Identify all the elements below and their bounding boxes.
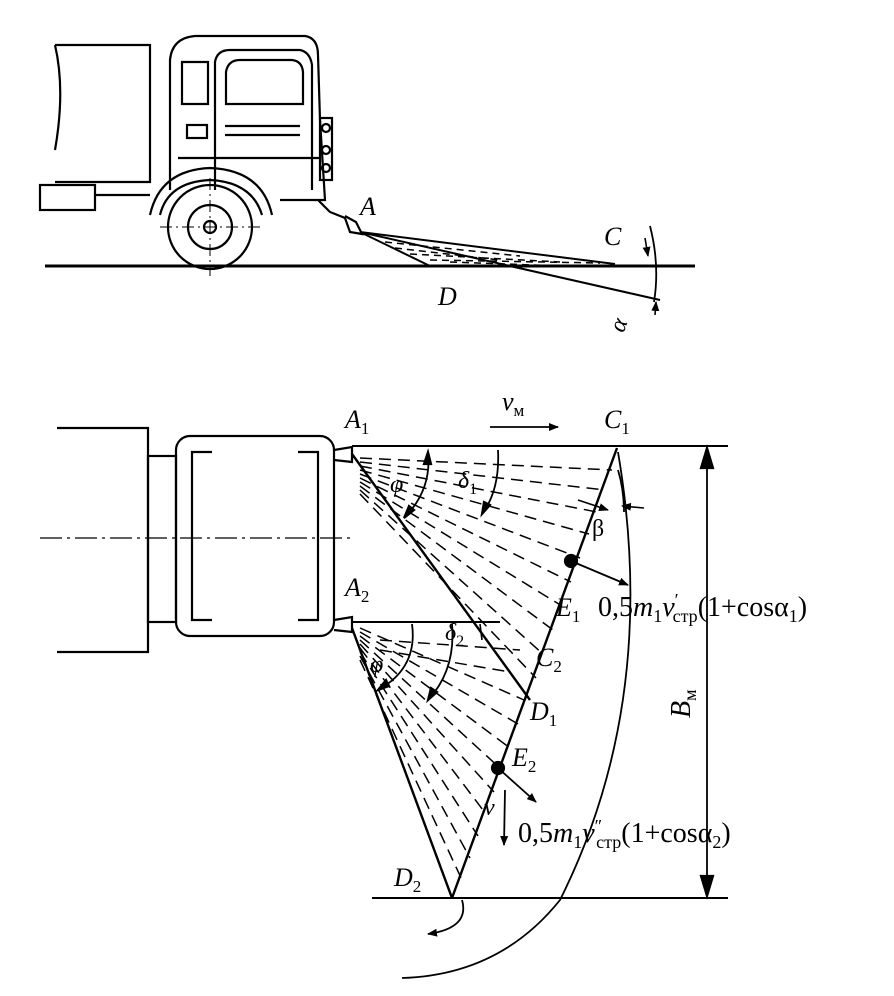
E2-force-arrow	[497, 767, 537, 803]
E1-force-arrow	[570, 560, 629, 586]
fan1-spray-rays	[359, 457, 613, 679]
cab-top	[174, 434, 336, 638]
nozzle-A2	[333, 615, 354, 634]
label-vm: vм	[502, 387, 525, 420]
formula-E2: 0,5m1v″стр(1+cosα2)	[518, 816, 731, 852]
wheel-arch	[148, 166, 274, 216]
v-arrow	[500, 789, 509, 846]
label-C1: C1	[604, 405, 630, 438]
label-E2: E2	[511, 743, 536, 776]
nozzle-A1	[333, 445, 354, 464]
label-D1: D1	[529, 697, 557, 730]
fan2-spray-rays	[359, 627, 525, 881]
side-spray-jet	[359, 231, 661, 301]
label-E1: E1	[555, 593, 580, 626]
trajectory-arc-outer	[401, 451, 632, 979]
cab-side-window	[180, 60, 210, 106]
label-D: D	[437, 282, 457, 311]
label-delta1: δ1	[458, 468, 477, 498]
label-Bm: Bм	[666, 690, 700, 719]
label-phi-upper: φ	[390, 472, 403, 498]
cargo-box	[53, 43, 152, 184]
label-phi-lower: φ	[370, 652, 383, 678]
rear-bumper	[38, 183, 97, 212]
label-alpha: α	[605, 314, 634, 335]
trajectory-arc-lower	[427, 899, 465, 937]
plow-mount	[317, 199, 364, 236]
formula-E1: 0,5m1v′стр(1+cosα1)	[598, 590, 807, 626]
snow-front-line	[450, 447, 619, 899]
alpha-arc	[649, 225, 658, 303]
cab-door	[213, 48, 314, 190]
label-C2: C2	[536, 643, 562, 676]
truck-cab	[168, 34, 327, 202]
top-view	[40, 423, 728, 979]
label-A: A	[358, 192, 376, 221]
trailer-body	[57, 426, 150, 654]
label-delta2: δ2	[445, 620, 464, 650]
label-beta: β	[592, 516, 604, 542]
label-D2: D2	[393, 863, 421, 896]
side-view	[38, 34, 695, 316]
label-v: v	[484, 795, 495, 821]
label-A2: A2	[343, 573, 369, 606]
label-A1: A1	[343, 405, 369, 438]
cab-door-window	[224, 58, 305, 106]
label-C: C	[604, 222, 622, 251]
